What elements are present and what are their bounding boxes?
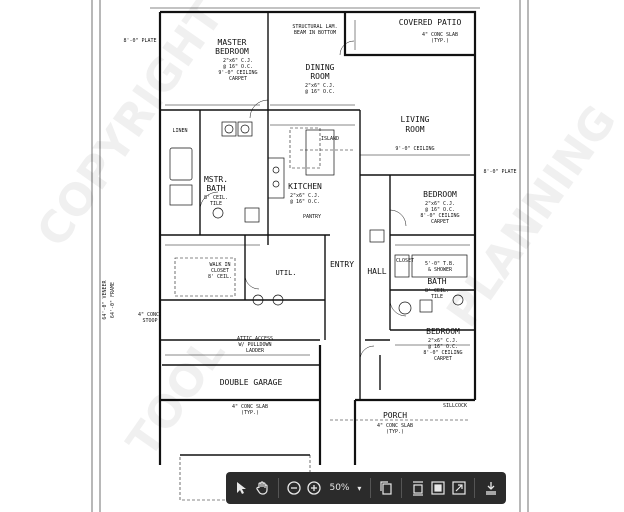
svg-text:LINEN: LINEN: [172, 128, 187, 134]
svg-text:4" CONC SLAB: 4" CONC SLAB: [377, 423, 413, 429]
svg-text:2"x6" C.J.: 2"x6" C.J.: [290, 193, 320, 199]
toolbar-separator: [277, 478, 279, 498]
svg-text:2"x6" C.J.: 2"x6" C.J.: [223, 58, 253, 64]
svg-text:(TYP.): (TYP.): [431, 38, 449, 44]
svg-text:8'-0" CEILING: 8'-0" CEILING: [420, 213, 459, 219]
label-bedroom-2: BEDROOM: [426, 327, 460, 336]
zoom-in-button[interactable]: [305, 477, 324, 499]
fullscreen-button[interactable]: [450, 477, 469, 499]
svg-text:8' CEIL.: 8' CEIL.: [208, 274, 232, 280]
svg-text:8'-0" CEILING: 8'-0" CEILING: [423, 350, 462, 356]
svg-text:CARPET: CARPET: [434, 356, 452, 362]
label-kitchen: KITCHEN: [288, 182, 322, 191]
svg-text:LADDER: LADDER: [246, 348, 265, 354]
zoom-out-icon: [287, 481, 301, 495]
label-hall: HALL: [367, 267, 386, 276]
copy-icon: [380, 481, 392, 495]
svg-text:5'-0" T.B.: 5'-0" T.B.: [425, 261, 455, 267]
svg-text:UTIL.: UTIL.: [275, 269, 296, 277]
svg-text:CARPET: CARPET: [431, 219, 449, 225]
svg-text:4" CONC.: 4" CONC.: [138, 312, 162, 318]
label-mstr-bath-2: BATH: [206, 184, 225, 193]
svg-text:(TYP.): (TYP.): [386, 429, 404, 435]
svg-text:STOOP: STOOP: [142, 318, 157, 324]
svg-text:@ 16" O.C.: @ 16" O.C.: [223, 64, 253, 70]
fullscreen-icon: [452, 481, 466, 495]
svg-text:ISLAND: ISLAND: [321, 136, 339, 142]
label-mstr-bath-1: MSTR.: [204, 175, 228, 184]
svg-text:(TYP.): (TYP.): [241, 410, 259, 416]
label-master-bedroom-2: BEDROOM: [215, 47, 249, 56]
svg-text:4" CONC SLAB: 4" CONC SLAB: [422, 32, 458, 38]
zoom-in-icon: [307, 481, 322, 495]
page-view-icon: [412, 481, 423, 496]
svg-text:64'-0" FRAME: 64'-0" FRAME: [110, 282, 116, 318]
label-porch: PORCH: [383, 411, 407, 420]
chevron-down-icon[interactable]: ▾: [357, 483, 362, 493]
toolbar-separator: [401, 478, 403, 498]
svg-text:@ 16" O.C.: @ 16" O.C.: [290, 199, 320, 205]
svg-text:TILE: TILE: [210, 201, 222, 207]
svg-text:@ 16" O.C.: @ 16" O.C.: [425, 207, 455, 213]
svg-text:8'-0" PLATE: 8'-0" PLATE: [123, 38, 156, 44]
svg-text:8'-0" PLATE: 8'-0" PLATE: [483, 169, 516, 175]
toolbar-separator: [369, 478, 371, 498]
zoom-out-button[interactable]: [284, 477, 303, 499]
toolbar-separator: [474, 478, 476, 498]
svg-text:BEAM IN BOTTOM: BEAM IN BOTTOM: [294, 30, 336, 36]
svg-text:64'-0" VENEER: 64'-0" VENEER: [102, 279, 108, 319]
pdf-toolbar: 50% ▾: [226, 472, 506, 504]
svg-text:8' CEIL.: 8' CEIL.: [204, 195, 228, 201]
select-tool-button[interactable]: [232, 477, 251, 499]
label-double-garage: DOUBLE GARAGE: [220, 378, 283, 387]
label-dining-2: ROOM: [310, 72, 329, 81]
svg-text:8' CEIL.: 8' CEIL.: [425, 288, 449, 294]
copy-button[interactable]: [377, 477, 396, 499]
svg-text:W/ PULLDOWN: W/ PULLDOWN: [238, 342, 271, 348]
cursor-icon: [237, 482, 247, 494]
label-entry: ENTRY: [330, 260, 354, 269]
svg-text:STRUCTURAL LAM.: STRUCTURAL LAM.: [292, 24, 337, 30]
svg-text:4" CONC SLAB: 4" CONC SLAB: [232, 404, 268, 410]
label-dining-1: DINING: [306, 63, 335, 72]
svg-text:9'-0" CEILING: 9'-0" CEILING: [218, 70, 257, 76]
page-view-button[interactable]: [408, 477, 427, 499]
label-bedroom-1: BEDROOM: [423, 190, 457, 199]
zoom-level[interactable]: 50%: [329, 483, 350, 493]
svg-text:WALK IN: WALK IN: [209, 262, 230, 268]
label-bath: BATH: [427, 277, 446, 286]
svg-text:CLOSET: CLOSET: [396, 258, 414, 264]
fit-page-button[interactable]: [429, 477, 448, 499]
label-covered-patio: COVERED PATIO: [399, 18, 462, 27]
hand-icon: [256, 481, 268, 495]
label-living-1: LIVING: [401, 115, 430, 124]
svg-text:PANTRY: PANTRY: [303, 214, 321, 220]
fit-icon: [431, 481, 445, 495]
svg-text:@ 16" O.C.: @ 16" O.C.: [428, 344, 458, 350]
svg-text:& SHOWER: & SHOWER: [428, 267, 453, 273]
svg-text:2"x6" C.J.: 2"x6" C.J.: [425, 201, 455, 207]
svg-text:CARPET: CARPET: [229, 76, 247, 82]
svg-text:SILLCOCK: SILLCOCK: [443, 403, 467, 409]
download-icon: [485, 482, 496, 495]
svg-text:TILE: TILE: [431, 294, 443, 300]
svg-text:ATTIC ACCESS: ATTIC ACCESS: [237, 336, 273, 342]
svg-text:CLOSET: CLOSET: [211, 268, 229, 274]
svg-text:@ 16" O.C.: @ 16" O.C.: [305, 89, 335, 95]
svg-text:2"x6" C.J.: 2"x6" C.J.: [305, 83, 335, 89]
label-master-bedroom-1: MASTER: [218, 38, 247, 47]
svg-text:9'-0" CEILING: 9'-0" CEILING: [395, 146, 434, 152]
pan-tool-button[interactable]: [253, 477, 272, 499]
svg-text:2"x6" C.J.: 2"x6" C.J.: [428, 338, 458, 344]
download-button[interactable]: [481, 477, 500, 499]
label-living-2: ROOM: [405, 125, 424, 134]
